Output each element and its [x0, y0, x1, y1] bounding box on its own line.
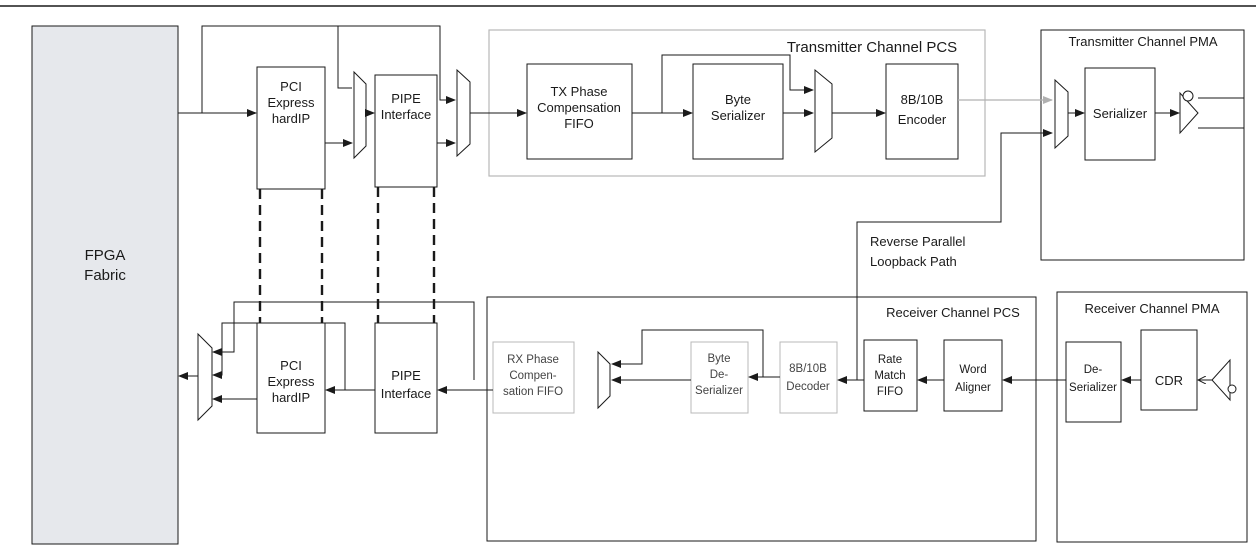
- tx-buffer-inversion-bubble: [1182, 90, 1194, 102]
- tx-connections: [178, 25, 1244, 147]
- loopback-label-1: Reverse Parallel: [870, 234, 965, 249]
- pci-tx-label-3: hardIP: [272, 111, 310, 126]
- pci-rx-label-1: PCI: [280, 358, 302, 373]
- rx-pcs-title: Receiver Channel PCS: [886, 305, 1020, 320]
- serializer-label: Serializer: [1093, 106, 1148, 121]
- byte-serializer-block: [692, 63, 784, 160]
- rx-fifo-label-2: Compen-: [509, 370, 556, 382]
- tx-pma-title: Transmitter Channel PMA: [1068, 34, 1217, 49]
- byte-serializer-label-2: Serializer: [711, 108, 766, 123]
- rate-match-fifo-block: [863, 339, 918, 412]
- rate-match-label-1: Rate: [878, 354, 902, 366]
- tx-fifo-label-3: FIFO: [564, 116, 594, 131]
- word-aligner-label-2: Aligner: [955, 382, 991, 394]
- decoder-label-2: Decoder: [786, 381, 830, 393]
- rx-fifo-label-1: RX Phase: [507, 354, 559, 366]
- byte-deserializer-block: [690, 341, 749, 414]
- byte-deser-label-1: Byte: [707, 353, 730, 365]
- tx-pcs-container: [488, 29, 986, 177]
- pipe-tx-label-1: PIPE: [391, 91, 421, 106]
- deserializer-block: [1065, 341, 1122, 423]
- pci-tx-label-2: Express: [268, 95, 315, 110]
- deserializer-label-1: De-: [1084, 364, 1103, 376]
- word-aligner-block: [943, 339, 1003, 412]
- fpga-fabric-label-line2: Fabric: [84, 267, 126, 284]
- tx-mux-3: [814, 68, 833, 154]
- cdr-label: CDR: [1155, 373, 1183, 388]
- encoder-label-1: 8B/10B: [901, 92, 944, 107]
- pci-express-tx-block: [256, 66, 326, 190]
- tx-phase-fifo-block: [526, 63, 633, 160]
- byte-deser-label-3: Serializer: [695, 385, 743, 397]
- rx-fifo-label-3: sation FIFO: [503, 386, 563, 398]
- pipe-interface-rx-block: [374, 322, 438, 434]
- encoder-block: [885, 63, 959, 160]
- pci-tx-label-1: PCI: [280, 79, 302, 94]
- decoder-label-1: 8B/10B: [789, 363, 827, 375]
- tx-pma-container: [1040, 29, 1245, 261]
- cdr-block: [1140, 329, 1198, 411]
- deserializer-label-2: Serializer: [1069, 382, 1117, 394]
- tx-pcs-title: Transmitter Channel PCS: [787, 39, 957, 56]
- tx-mux-1: [353, 70, 367, 160]
- reverse-loopback-path: [856, 129, 1053, 380]
- byte-deser-label-2: De-: [710, 369, 729, 381]
- rate-match-label-3: FIFO: [877, 386, 903, 398]
- byte-serializer-label-1: Byte: [725, 92, 751, 107]
- loopback-label-2: Loopback Path: [870, 254, 957, 269]
- rx-output-mux: [197, 332, 213, 422]
- decoder-block: [779, 341, 838, 414]
- pci-rx-label-2: Express: [268, 374, 315, 389]
- rx-input-buffer: [1211, 358, 1231, 402]
- rx-pcs-container: [486, 296, 1037, 542]
- rx-pma-container: [1056, 291, 1248, 543]
- tx-mux-2: [456, 68, 471, 158]
- serializer-block: [1084, 67, 1156, 161]
- tx-fifo-label-1: TX Phase: [550, 84, 607, 99]
- rx-connections: [178, 301, 1212, 403]
- pipe-rx-label-2: Interface: [381, 386, 432, 401]
- tx-fifo-label-2: Compensation: [537, 100, 621, 115]
- encoder-label-2: Encoder: [898, 112, 947, 127]
- pipe-interface-tx-block: [374, 74, 438, 188]
- pci-rx-label-3: hardIP: [272, 390, 310, 405]
- tx-rx-dashed-links: [258, 187, 436, 323]
- tx-pma-mux: [1054, 78, 1069, 150]
- fpga-fabric-block: [31, 25, 179, 545]
- tx-output-buffer: [1179, 91, 1199, 135]
- rx-pma-title: Receiver Channel PMA: [1084, 301, 1219, 316]
- rx-buffer-inversion-bubble: [1227, 384, 1237, 394]
- fpga-fabric-label-line1: FPGA: [85, 247, 126, 264]
- pci-express-rx-block: [256, 322, 326, 434]
- rx-mux: [597, 350, 611, 410]
- pipe-rx-label-1: PIPE: [391, 368, 421, 383]
- word-aligner-label-1: Word: [959, 364, 986, 376]
- pipe-tx-label-2: Interface: [381, 107, 432, 122]
- rate-match-label-2: Match: [874, 370, 905, 382]
- rx-phase-fifo-block: [492, 341, 575, 414]
